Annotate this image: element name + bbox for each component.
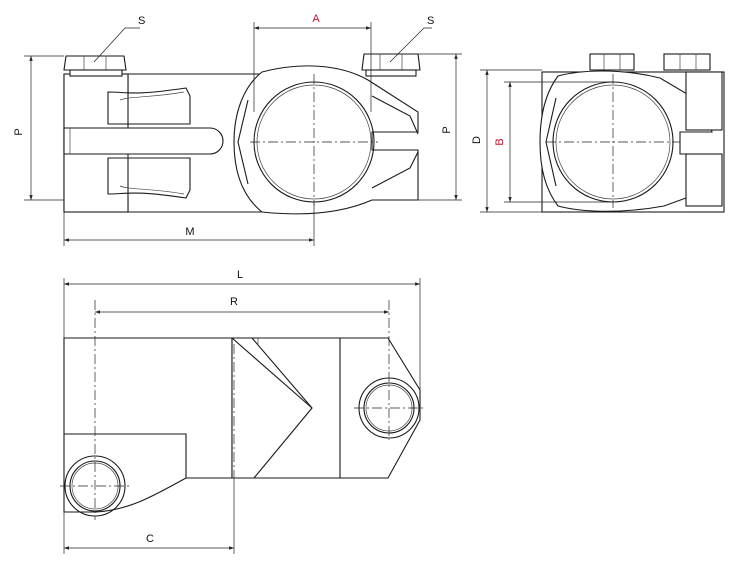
side-view — [539, 53, 725, 213]
dim-label-c: C — [146, 533, 154, 545]
dim-label-d: D — [471, 136, 483, 144]
dim-label-l: L — [237, 269, 243, 281]
dim-label-a: A — [312, 13, 320, 25]
dim-label-b: B — [494, 138, 506, 145]
top-view — [60, 300, 424, 520]
front-view — [63, 53, 421, 215]
dim-label-m: M — [185, 226, 194, 238]
dim-label-s-left: S — [138, 15, 145, 27]
dim-label-r: R — [230, 296, 238, 308]
side-view-dimensions: D B — [471, 69, 686, 213]
dim-label-p-right: P — [441, 126, 453, 133]
top-view-dimensions: L R C — [63, 269, 421, 554]
front-view-dimensions: A S S P P M — [13, 13, 462, 246]
dim-label-p-left: P — [13, 128, 25, 135]
dim-label-s-right: S — [427, 15, 434, 27]
